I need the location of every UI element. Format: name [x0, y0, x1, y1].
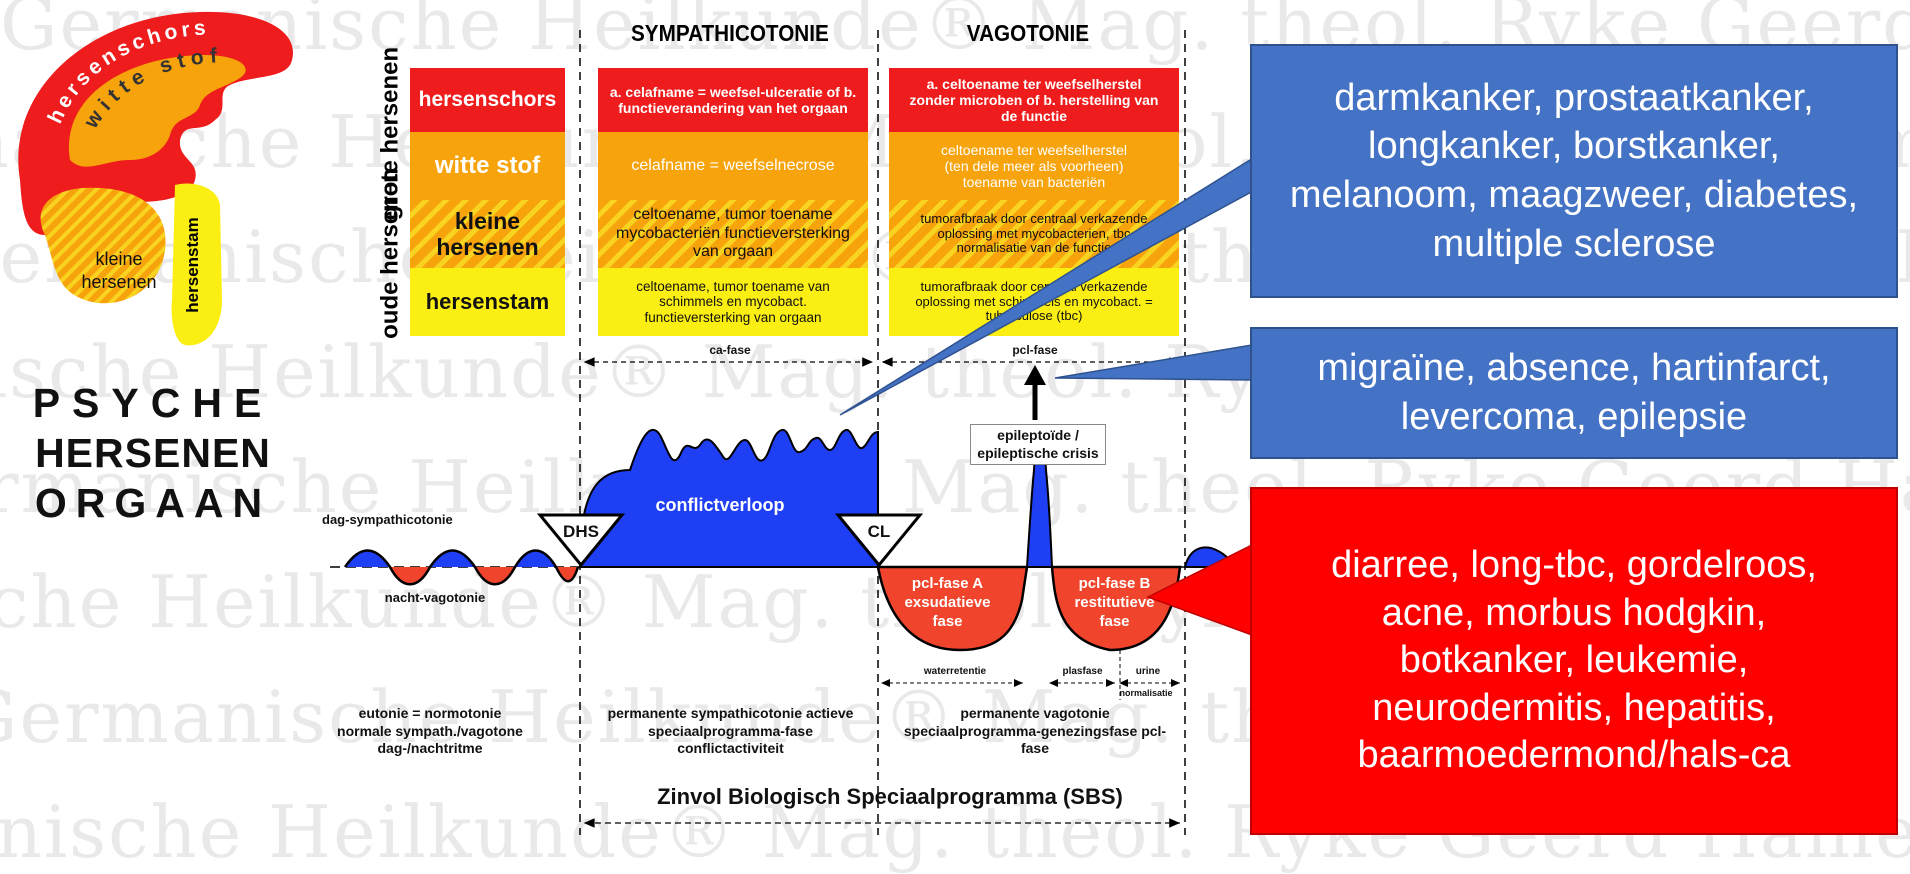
- header-vagotonie: VAGOTONIE: [966, 20, 1090, 46]
- label-normalisatie: normalisatie: [1119, 688, 1173, 698]
- label-pcl-fase-a: pcl-fase A exsudatieve fase: [904, 575, 991, 630]
- row-kleine-hersenen: kleine hersenen: [410, 200, 565, 268]
- label-pcl-fase-b: pcl-fase B restitutieve fase: [1074, 575, 1155, 630]
- symp-witte-stof: celafname = weefselnecrose: [598, 132, 868, 200]
- label-nacht-vagotonie: nacht-vagotonie: [384, 590, 486, 605]
- header-sympathicotonie: SYMPATHICOTONIE: [630, 20, 829, 46]
- callout-healing-list: diarree, long-tbc, gordelroos, acne, mor…: [1250, 487, 1898, 835]
- label-permanente-sympathicotonie: permanente sympathicotonie actieve speci…: [607, 705, 854, 756]
- label-plasfase: plasfase: [1062, 666, 1103, 677]
- symp-hersenschors: a. celafname = weefsel-ulceratie of b. f…: [598, 68, 868, 132]
- vago-witte-stof: celtoename ter weefselherstel (ten dele …: [889, 132, 1179, 200]
- label-hersenen: HERSENEN: [35, 430, 271, 476]
- label-kleine-hersenen: kleine hersenen: [81, 249, 157, 292]
- symp-hersenstam: celtoename, tumor toename van schimmels …: [598, 268, 868, 336]
- brain-illustration: hersenschors witte stof: [18, 11, 294, 346]
- pcl-fase-a-area: [876, 565, 1029, 652]
- label-conflictverloop: conflictverloop: [655, 495, 785, 515]
- dhs-marker: [536, 513, 626, 568]
- label-orgaan: ORGAAN: [34, 480, 272, 526]
- label-waterretentie: waterretentie: [923, 666, 987, 677]
- label-urine: urine: [1135, 666, 1161, 677]
- row-witte-stof: witte stof: [410, 132, 565, 200]
- label-dag-sympathicotonie: dag-sympathicotonie: [322, 512, 453, 527]
- callout-cancer-list: darmkanker, prostaatkanker, longkanker, …: [1250, 44, 1898, 298]
- kleine-hersenen-region: [40, 187, 166, 304]
- label-permanente-vagotonie: permanente vagotonie speciaalprogramma-g…: [903, 705, 1167, 756]
- hersenstam-region: [171, 183, 222, 346]
- callout-crisis-list: migraïne, absence, hartinfarct, levercom…: [1250, 327, 1898, 459]
- symp-kleine-hersenen: celtoename, tumor toename mycobacteriën …: [598, 200, 868, 268]
- witte-stof-region: [68, 54, 246, 167]
- label-cl: CL: [867, 522, 891, 541]
- cl-marker: [834, 513, 924, 568]
- label-epileptische-crisis: epileptoïde / epileptische crisis: [970, 424, 1106, 465]
- label-dhs: DHS: [563, 522, 599, 541]
- row-hersenstam: hersenstam: [410, 268, 565, 336]
- label-eutonie: eutonie = normotonie normale sympath./va…: [337, 705, 523, 756]
- label-pcl-fase: pcl-fase: [1012, 343, 1058, 357]
- row-hersenschors: hersenschors: [410, 68, 565, 132]
- vago-hersenschors: a. celtoename ter weefselherstel zonder …: [889, 68, 1179, 132]
- label-ca-fase: ca-fase: [709, 343, 751, 357]
- conflictverloop-area: [578, 428, 879, 568]
- label-psyche: PSYCHE: [32, 380, 274, 426]
- label-sbs: Zinvol Biologisch Speciaalprogramma (SBS…: [657, 784, 1123, 809]
